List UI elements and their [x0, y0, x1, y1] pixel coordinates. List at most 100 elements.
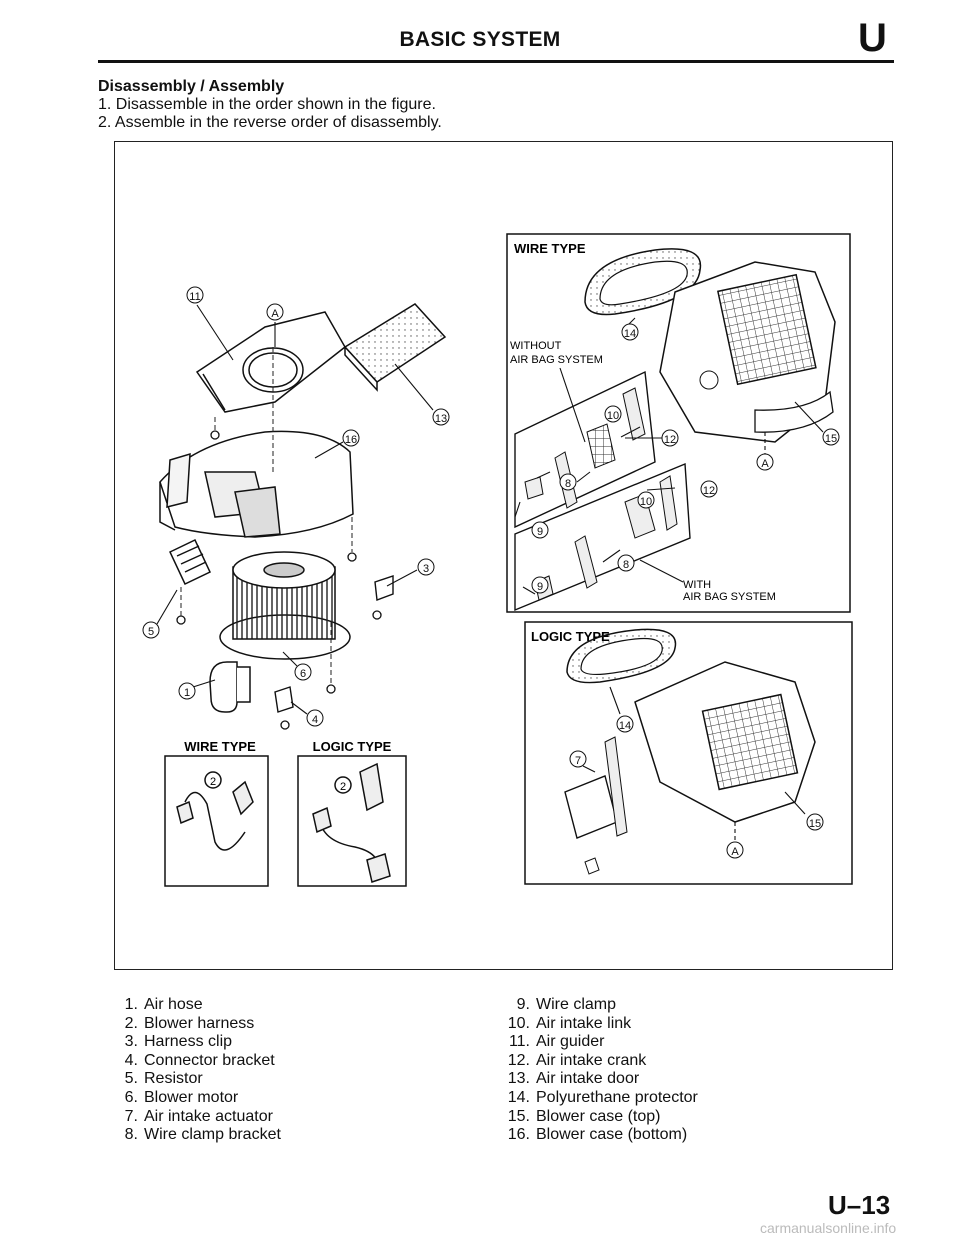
callout-markers: 11 A 13 16 3 5 6 1 4 — [142, 286, 450, 727]
callout-9: 9 — [531, 521, 549, 539]
callout-14-logic: 14 — [616, 715, 634, 733]
intro-step: 1. Disassemble in the order shown in the… — [98, 96, 442, 114]
step-text: Disassemble in the order shown in the fi… — [115, 96, 436, 113]
page-number: U–13 — [828, 1190, 891, 1220]
svg-text:12: 12 — [664, 434, 676, 446]
callout-1: 1 — [178, 682, 196, 700]
list-item: 10.Air intake link — [507, 1014, 632, 1032]
list-item: 8.Wire clamp bracket — [124, 1126, 281, 1144]
with-airbag-label-line2: AIR BAG SYSTEM — [683, 591, 776, 603]
parts-list-left: 1.Air hose 2.Blower harness 3.Harness cl… — [108, 996, 281, 1145]
without-airbag-label-line1: WITHOUT — [510, 340, 562, 352]
list-item: 12.Air intake crank — [507, 1051, 647, 1069]
list-item: 14.Polyurethane protector — [507, 1088, 698, 1106]
parts-list-right: 9.Wire clamp 10.Air intake link 11.Air g… — [500, 996, 698, 1145]
callout-1-label: 1 — [184, 687, 190, 699]
callout-8: 8 — [559, 473, 577, 491]
callout-2-wire-label: 2 — [210, 776, 216, 788]
svg-text:12: 12 — [703, 485, 715, 497]
callout-5: 5 — [142, 621, 160, 639]
blower-motor-drawing — [219, 551, 351, 660]
guide-lines — [180, 347, 353, 685]
callout-A-label: A — [271, 308, 279, 320]
callout-6-label: 6 — [300, 668, 306, 680]
callout-5-label: 5 — [148, 626, 154, 638]
exploded-view-drawing: 11 A 13 16 3 5 6 1 4 WIRE TYPE LOGIC TYP… — [142, 233, 853, 887]
svg-text:7: 7 — [575, 755, 581, 767]
screw-drawings — [176, 430, 382, 730]
step-text: Assemble in the reverse order of disasse… — [114, 114, 442, 131]
callout-12b: 12 — [700, 480, 718, 498]
logic-type-label: LOGIC TYPE — [313, 739, 392, 754]
callout-11-label: 11 — [189, 291, 200, 303]
list-item: 13.Air intake door — [507, 1070, 640, 1088]
callout-4-label: 4 — [312, 714, 318, 726]
wire-type-label: WIRE TYPE — [184, 739, 256, 754]
list-item: 1.Air hose — [124, 996, 203, 1013]
intro-step: 2. Assemble in the reverse order of disa… — [98, 114, 442, 132]
list-item: 2.Blower harness — [124, 1014, 255, 1032]
harness-clip-drawing — [374, 575, 394, 601]
resistor-drawing — [169, 538, 211, 586]
callout-11: 11 — [186, 286, 204, 304]
with-airbag-label-line1: WITH — [683, 579, 711, 591]
callout-2-logic-label: 2 — [340, 781, 346, 793]
logic-type-harness-panel — [297, 755, 407, 887]
list-item: 9.Wire clamp — [516, 996, 617, 1013]
intro: Disassembly / Assembly 1. Disassemble in… — [98, 78, 442, 132]
callout-13: 13 — [432, 408, 450, 426]
wire-type-detail-panel: WIRE TYPE WITHOUT AIR BAG SYSTEM WITH AI… — [506, 233, 851, 613]
svg-text:9: 9 — [537, 526, 543, 538]
air-intake-door-drawing — [343, 303, 447, 392]
list-item: 16.Blower case (bottom) — [507, 1126, 688, 1144]
callout-14: 14 — [621, 323, 639, 341]
list-item: 4.Connector bracket — [124, 1051, 275, 1069]
list-item: 6.Blower motor — [124, 1088, 239, 1106]
svg-text:15: 15 — [809, 818, 821, 830]
list-item: 5.Resistor — [124, 1070, 203, 1088]
svg-text:A: A — [731, 846, 739, 858]
callout-8b: 8 — [617, 554, 635, 572]
wire-type-panel-title: WIRE TYPE — [514, 241, 586, 256]
svg-text:8: 8 — [623, 559, 629, 571]
svg-text:A: A — [761, 458, 769, 470]
header-rule — [98, 60, 894, 63]
callout-16: 16 — [342, 429, 360, 447]
callout-A: A — [266, 303, 284, 321]
callout-6: 6 — [294, 663, 312, 681]
page-title: BASIC SYSTEM — [399, 28, 561, 51]
callout-16-label: 16 — [345, 434, 357, 446]
callout-15-logic: 15 — [806, 813, 824, 831]
callout-A-logic: A — [726, 841, 744, 859]
step-number: 2. — [98, 114, 112, 131]
callout-A-wire: A — [756, 453, 774, 471]
watermark: carmanualsonline.info — [760, 1220, 897, 1236]
exploded-view-figure: 11 A 13 16 3 5 6 1 4 WIRE TYPE LOGIC TYP… — [114, 141, 893, 970]
svg-text:9: 9 — [537, 581, 543, 593]
callout-12: 12 — [661, 429, 679, 447]
svg-text:10: 10 — [607, 410, 619, 422]
list-item: 11.Air guider — [508, 1033, 605, 1051]
callout-9b: 9 — [531, 576, 549, 594]
callout-7: 7 — [569, 750, 587, 768]
callout-15: 15 — [822, 428, 840, 446]
air-hose-drawing — [209, 661, 251, 713]
logic-type-detail-panel: LOGIC TYPE 14 7 15 A — [524, 621, 853, 885]
step-number: 1. — [98, 96, 112, 113]
list-item: 3.Harness clip — [124, 1033, 233, 1051]
svg-text:10: 10 — [640, 496, 652, 508]
svg-text:8: 8 — [565, 478, 571, 490]
section-letter: U — [858, 16, 887, 60]
callout-4: 4 — [306, 709, 324, 727]
callout-3: 3 — [417, 558, 435, 576]
svg-text:14: 14 — [619, 720, 631, 732]
callout-10b: 10 — [637, 491, 655, 509]
leader-lines — [156, 304, 434, 715]
air-guider-drawing — [195, 311, 346, 413]
without-airbag-label-line2: AIR BAG SYSTEM — [510, 354, 603, 366]
blower-case-bottom-drawing — [159, 430, 354, 538]
list-item: 7.Air intake actuator — [124, 1107, 273, 1125]
callout-3-label: 3 — [423, 563, 429, 575]
connector-bracket-drawing — [274, 686, 294, 713]
callout-13-label: 13 — [435, 413, 447, 425]
